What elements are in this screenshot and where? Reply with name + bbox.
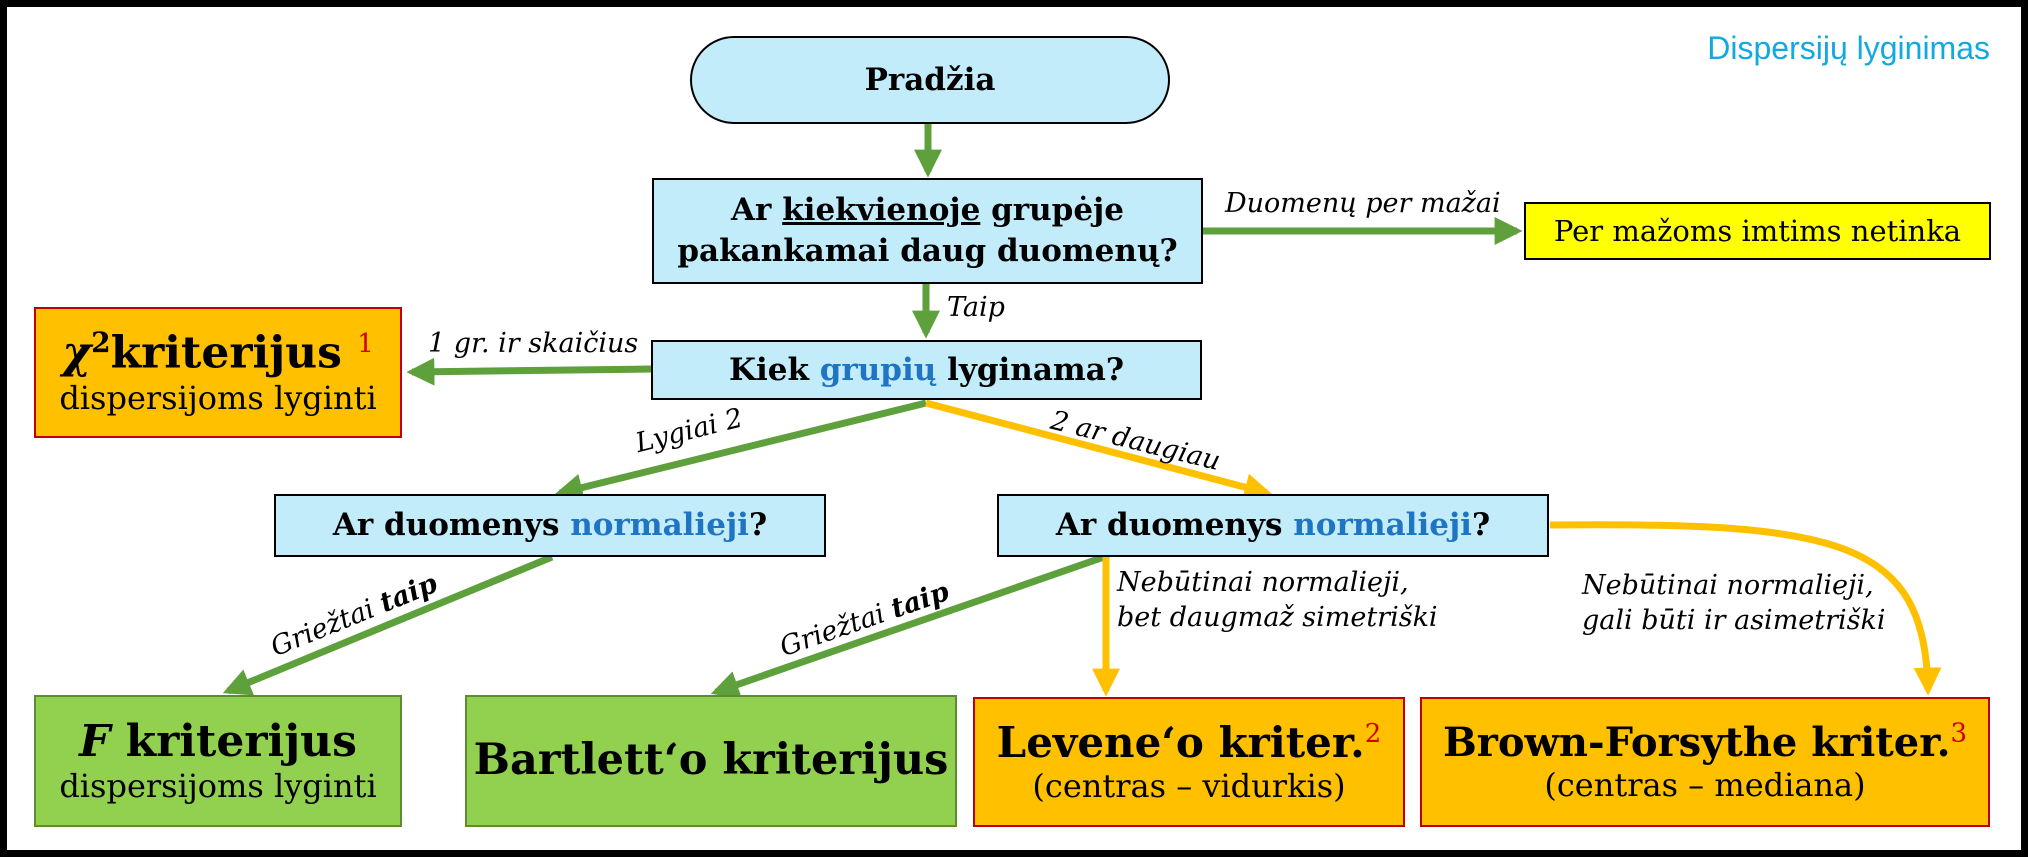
- reference-3: 3: [1950, 718, 1968, 749]
- arrow-groups-to-normal-left: [554, 399, 927, 502]
- keyword-groups: grupių: [819, 351, 937, 388]
- label-not-normal-symmetric: Nebūtinai normalieji, bet daugmaž simetr…: [1117, 567, 1438, 634]
- arrow-normal-left-to-f: [222, 553, 554, 696]
- result-too-small: Per mažoms imtims netinka: [1524, 202, 1991, 260]
- result-levene: Levene‘o kriter.2 (centras – vidurkis): [973, 697, 1405, 827]
- keyword-normal-left: normalieji: [570, 507, 749, 544]
- question-normal-right: Ar duomenys normalieji?: [997, 494, 1549, 557]
- diagram-title: Dispersijų lyginimas: [1707, 30, 1990, 66]
- result-brown-forsythe: Brown-Forsythe kriter.3 (centras – media…: [1420, 697, 1990, 827]
- arrow-normal-right-to-bartlett: [710, 553, 1106, 698]
- question-enough-data: Ar kiekvienoje grupėje pakankamai daug d…: [652, 178, 1203, 284]
- label-one-group: 1 gr. ir skaičius: [428, 328, 639, 359]
- emphasis-each: kiekvienoje: [782, 192, 981, 229]
- result-f-test: F kriterijus dispersijoms lyginti: [34, 695, 402, 827]
- start-label: Pradžia: [864, 61, 996, 98]
- label-not-normal-asymmetric: Nebūtinai normalieji, gali būti ir asime…: [1582, 570, 1886, 637]
- start-node: Pradžia: [690, 36, 1170, 124]
- question-normal-left: Ar duomenys normalieji?: [274, 494, 826, 557]
- keyword-normal-right: normalieji: [1293, 507, 1472, 544]
- label-too-little-data: Duomenų per mažai: [1225, 188, 1501, 219]
- arrow-groups-to-normal-right: [925, 399, 1273, 501]
- chi-symbol: χ: [62, 327, 92, 379]
- result-chi-square: χ2kriterijus 1 dispersijoms lyginti: [34, 307, 402, 438]
- reference-1: 1: [357, 329, 374, 360]
- result-bartlett: Bartlett‘o kriterijus: [465, 695, 957, 827]
- question-group-count: Kiek grupių lyginama?: [651, 340, 1202, 400]
- arrow-groups-to-chi: [406, 357, 652, 386]
- arrow-normal-right-to-brown: [1549, 521, 1942, 696]
- reference-2: 2: [1364, 718, 1382, 749]
- label-yes: Taip: [947, 292, 1005, 323]
